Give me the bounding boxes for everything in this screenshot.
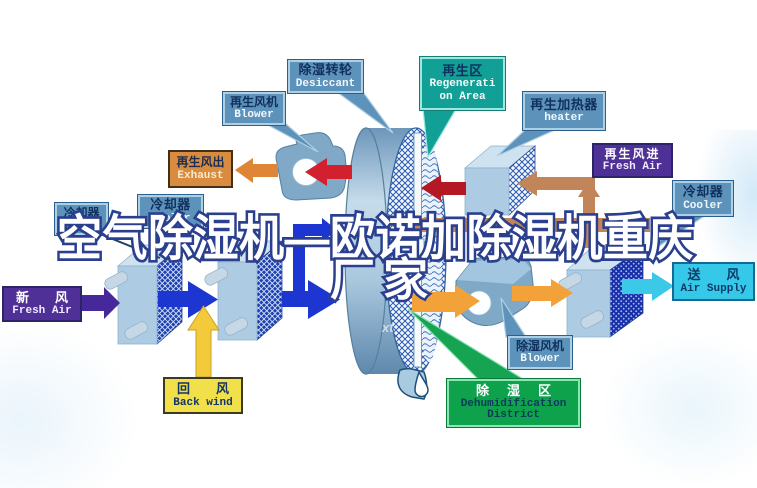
label-dehum-district: 除湿区 Dehumidification District [447,379,580,427]
arrow-to-air-supply [622,272,674,301]
label-back-wind-en: Back wind [173,396,233,409]
label-dehum-district-zh: 除湿区 [475,383,569,399]
label-dehum-blower-en: Blower [520,353,560,366]
label-back-wind: 回风 Back wind [163,377,243,414]
fan-top-face [457,259,531,284]
label-regen-area: 再生区 Regenerati on Area [420,57,505,110]
label-exhaust-zh: 再生风出 [176,155,225,170]
arrow-fan-to-aftercooler [512,279,573,307]
label-fresh-air-zh: 新风 [15,289,94,305]
label-regen-blower: 再生风机 Blower [223,92,285,125]
label-cooler-1: 冷却器 Cooler [55,203,108,235]
arrow-wheel-to-dehum-fan [412,285,480,318]
label-air-supply-en: Air Supply [680,282,747,295]
arrow-branch-up [293,218,337,300]
label-regen-fresh-air-zh: 再生风进 [604,146,661,161]
label-exhaust: 再生风出 Exhaust [168,150,233,188]
wheel-watermark-text: xt [381,320,394,335]
label-desiccant-zh: 除湿转轮 [298,62,353,78]
callout-desiccant [335,91,394,134]
pipe-stub [204,267,229,286]
regen-fan [275,132,347,201]
label-cooler-2-zh: 冷却器 [150,197,191,213]
pipe-stub [104,271,129,290]
label-cooler-1-en: Cooler [63,220,100,232]
desiccant-wheel: xt [344,127,447,375]
watermark-title-line1: 空气除湿机—欧诺加除湿机重庆 空气除湿机—欧诺加除湿机重庆 [54,199,696,269]
label-heater: 再生加热器 heater [523,92,605,130]
watermark-line1-fill: 空气除湿机—欧诺加除湿机重庆 [57,210,695,266]
label-fresh-air-en: Fresh Air [12,305,72,318]
arrow-fresh-air-in [82,287,120,319]
label-regen-fresh-air-en: Fresh Air [602,161,663,174]
rotation-ribbon [397,367,429,400]
label-cooler-1-zh: 冷却器 [63,205,100,220]
arrow-regen-air-under [390,211,650,239]
watermark-title-line2: 厂家 厂家 [327,243,437,308]
water-drop-icon [414,370,429,398]
arrow-back-wind-up [187,305,220,378]
label-dehum-blower-zh: 除湿风机 [515,338,564,353]
cooler-cube-2 [204,240,284,341]
label-regen-area-zh: 再生区 [442,62,483,78]
callout-line-cooler1 [99,233,161,259]
label-heater-zh: 再生加热器 [530,96,598,112]
label-cooler-right-en: Cooler [683,199,723,212]
label-desiccant: 除湿转轮 Desiccant [288,60,363,93]
label-back-wind-zh: 回风 [176,381,255,397]
label-cooler-2: 冷却器 Cooler [138,195,203,228]
label-regen-blower-en: Blower [234,109,274,122]
dehum-fan [455,256,534,326]
arrow-heater-to-wheel [421,175,466,201]
watermark-line1-outline: 空气除湿机—欧诺加除湿机重庆 [54,208,696,268]
label-cooler-2-en: Cooler [150,212,191,225]
callout-regen-area [422,108,458,159]
label-dehum-blower: 除湿风机 Blower [508,336,572,369]
arrow-wheel-to-regen-fan [305,158,352,186]
label-dehum-district-en: Dehumidification District [460,397,567,422]
arrow-cooler2-to-wheel [282,280,340,319]
label-cooler-right-zh: 冷却器 [682,184,724,200]
label-air-supply-zh: 送风 [687,267,739,283]
pipe-stub [580,310,605,329]
watermark-line2-fill: 厂家 [330,254,437,305]
wheel-hub [411,238,425,259]
arrow-fan-to-exhaust [235,158,278,183]
label-regen-fresh-air: 再生风进 Fresh Air [592,143,673,178]
watermark-line2-outline: 厂家 [327,252,437,308]
label-heater-en: heater [544,112,584,125]
label-regen-area-en: Regenerati on Area [429,78,496,103]
label-regen-blower-zh: 再生风机 [229,94,278,109]
label-exhaust-en: Exhaust [177,169,224,182]
label-fresh-air: 新风 Fresh Air [2,286,82,322]
callout-line-cooler2 [199,226,259,247]
pipe-stub [124,321,149,340]
label-air-supply: 送风 Air Supply [672,262,755,301]
label-desiccant-en: Desiccant [295,77,356,90]
pipe-stub [224,317,249,336]
label-cooler-right: 冷却器 Cooler [673,181,733,216]
